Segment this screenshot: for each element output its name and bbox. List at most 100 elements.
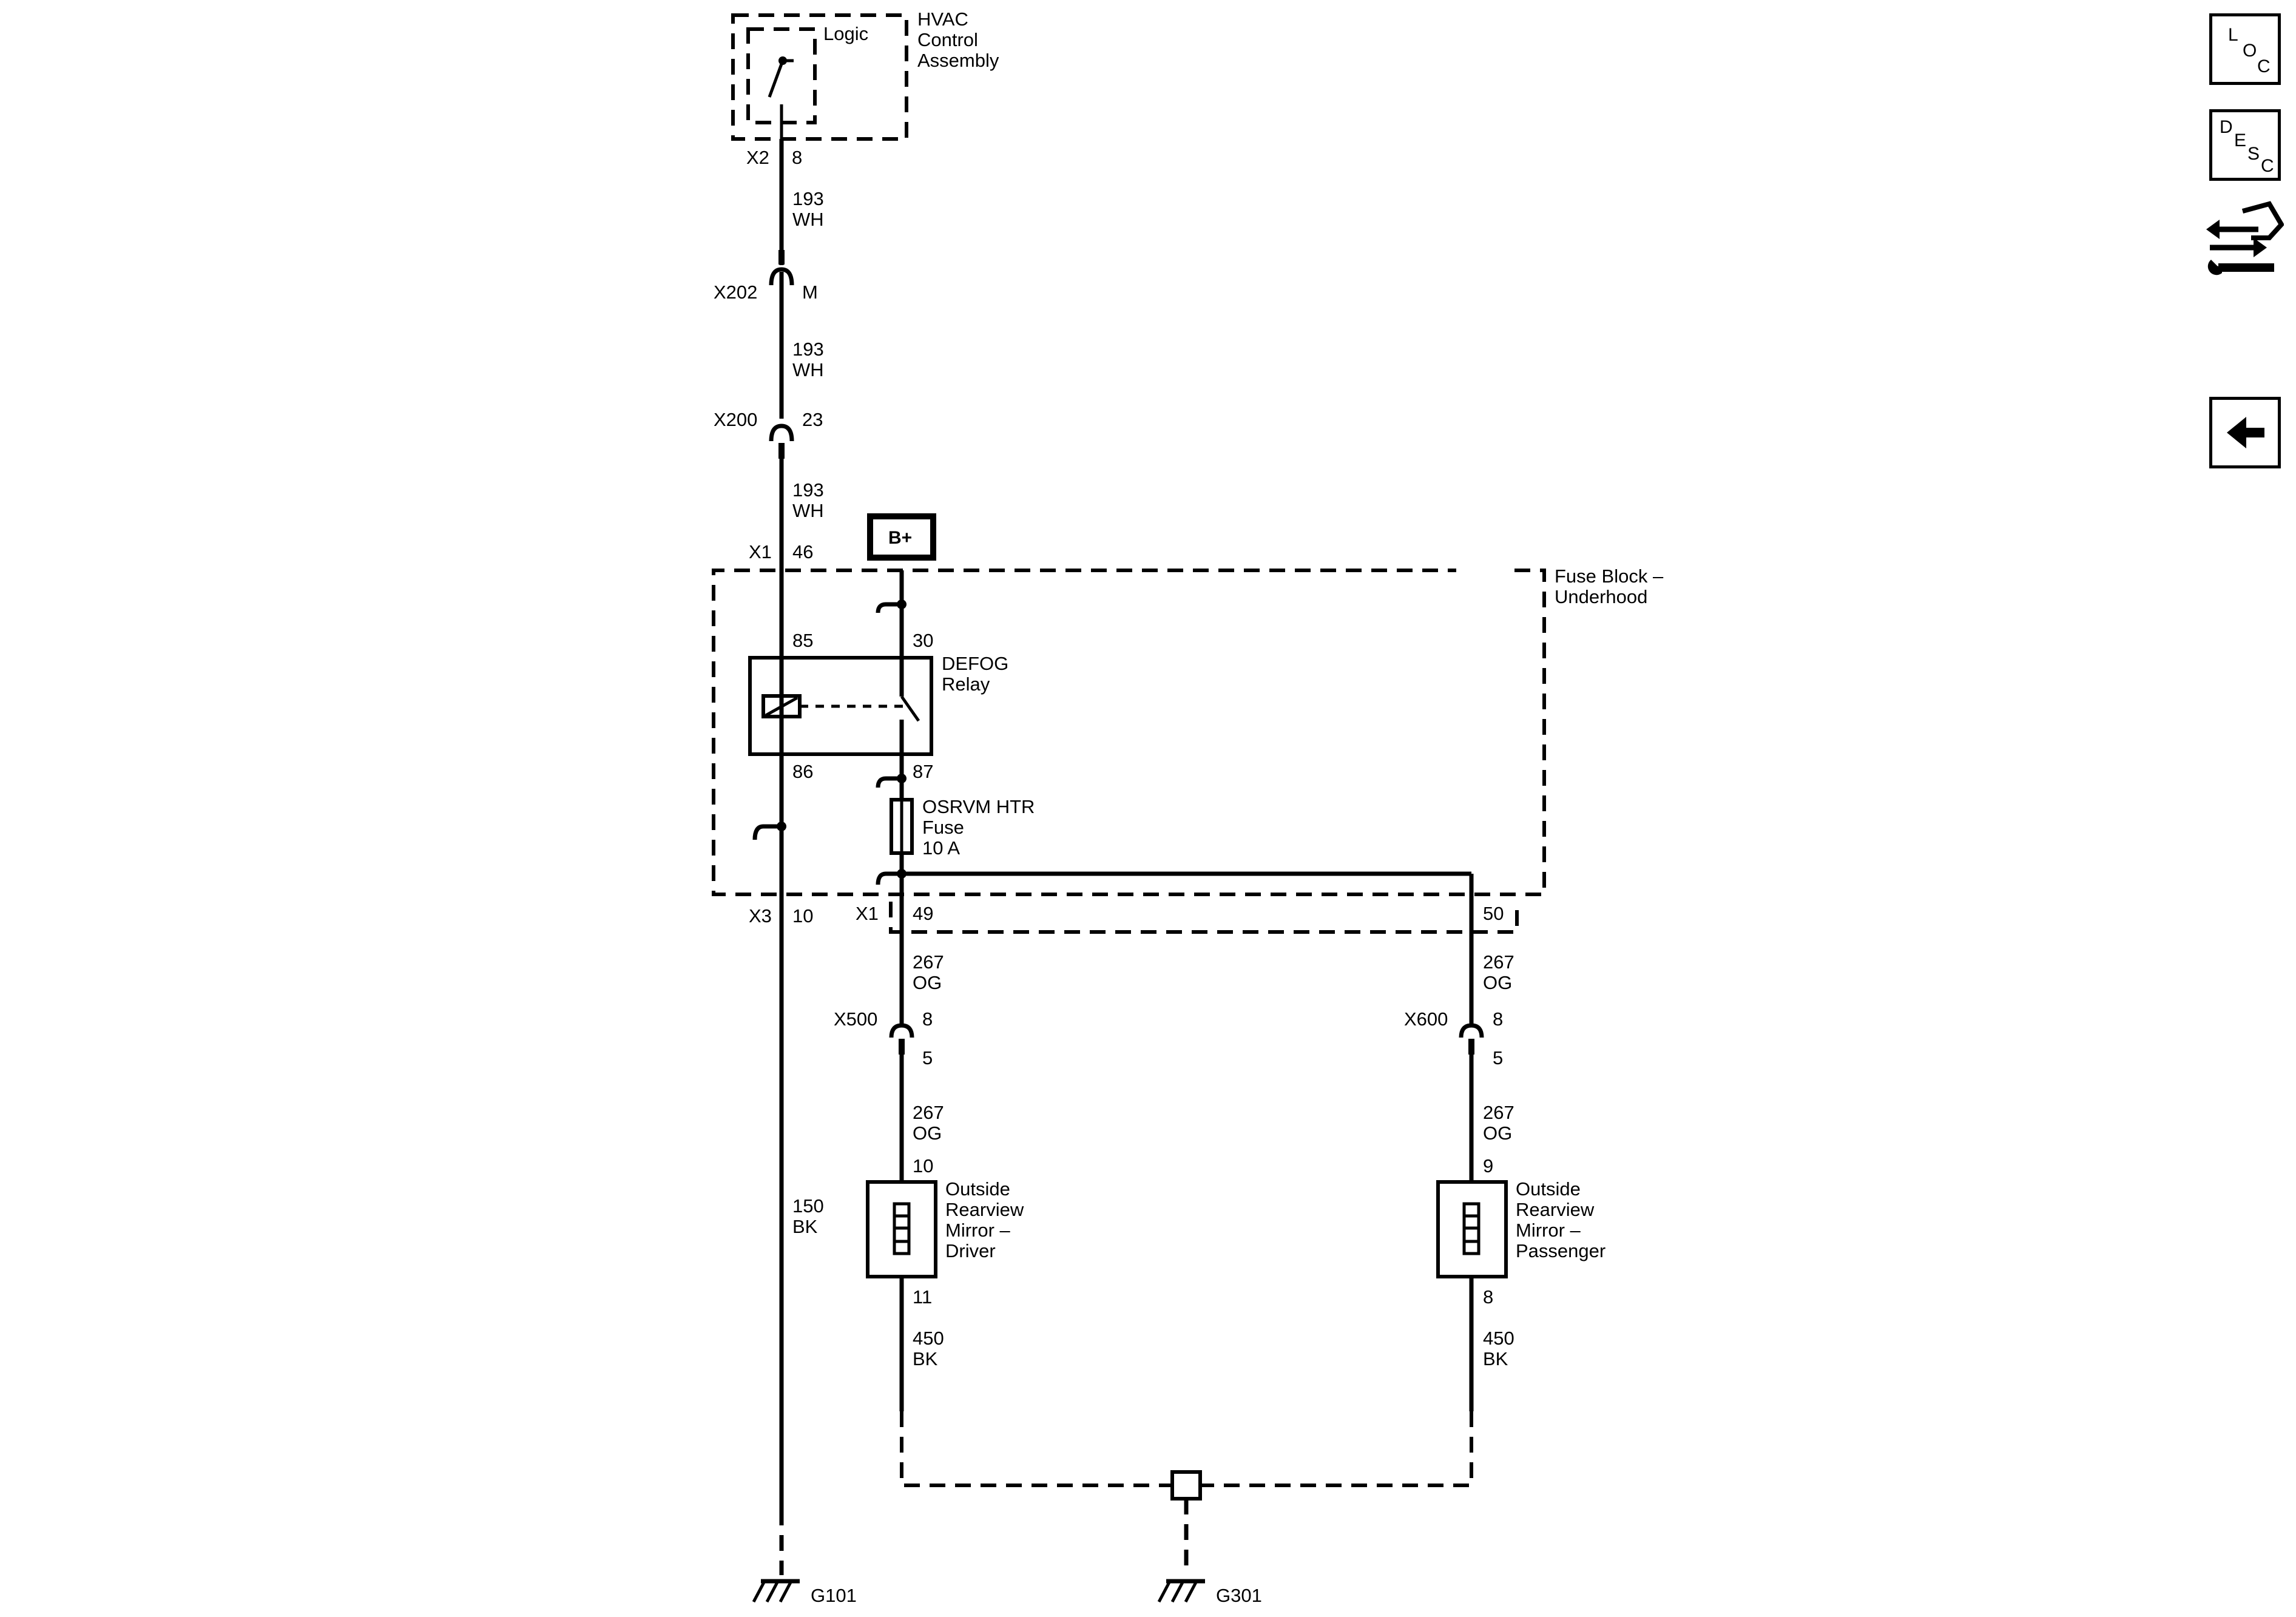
wire-color: BK bbox=[1483, 1348, 1508, 1369]
wrench-head bbox=[2207, 260, 2222, 275]
desc-letter-s: S bbox=[2247, 144, 2260, 164]
g301-label: G301 bbox=[1216, 1585, 1262, 1606]
ground-splice-g301: G301 bbox=[900, 1411, 1473, 1606]
hand-outline bbox=[2241, 201, 2284, 240]
arrow-head-left bbox=[2206, 220, 2220, 239]
back-button[interactable] bbox=[2209, 397, 2281, 468]
fb-out-ground-pin: 10 bbox=[792, 905, 813, 927]
fuse-block-outline bbox=[712, 569, 1546, 896]
hvac-label-2: Control bbox=[917, 29, 978, 50]
desc-letter-e: E bbox=[2234, 130, 2247, 150]
connector-pin bbox=[899, 1039, 905, 1055]
relay-label-2: Relay bbox=[942, 673, 990, 695]
loc-letter-l: L bbox=[2228, 25, 2238, 45]
splice-pack bbox=[1170, 1470, 1202, 1501]
wire-circuit: 193 bbox=[792, 188, 824, 209]
hvac-pin: 8 bbox=[792, 147, 802, 168]
wire-circuit: 450 bbox=[913, 1328, 944, 1349]
mirror-driver-label-2: Rearview bbox=[945, 1199, 1024, 1220]
x202-connector-symbol bbox=[769, 267, 794, 286]
ground-hatch bbox=[1184, 1580, 1198, 1603]
wire-color: BK bbox=[913, 1348, 938, 1369]
tools-glyph bbox=[2206, 201, 2284, 275]
ground-g101: G101 bbox=[752, 1579, 857, 1606]
fuse-block-label-2: Underhood bbox=[1555, 586, 1647, 607]
mirror-driver-pin-bottom: 11 bbox=[913, 1286, 932, 1308]
wire-color: BK bbox=[792, 1216, 818, 1237]
bus-junction bbox=[897, 599, 907, 609]
relay-switch-blade bbox=[900, 695, 920, 722]
desc-letter-c: C bbox=[2261, 156, 2274, 176]
loc-letter-c: C bbox=[2257, 56, 2271, 76]
wire-color: OG bbox=[1483, 972, 1512, 993]
wire-circuit: 267 bbox=[913, 1102, 944, 1123]
x500-pin-bottom: 5 bbox=[922, 1047, 933, 1068]
desc-button[interactable]: D E S C bbox=[2209, 109, 2281, 181]
fb-out-pin-passenger: 50 bbox=[1483, 903, 1504, 924]
wire-color: OG bbox=[913, 1122, 942, 1144]
x200-label: X200 bbox=[714, 409, 757, 430]
ground-hatch bbox=[778, 1580, 793, 1603]
wrench-handle bbox=[2218, 263, 2274, 272]
fb-out-connector: X1 bbox=[856, 903, 879, 924]
hvac-connector: X2 bbox=[746, 147, 769, 168]
wire-color: OG bbox=[913, 972, 942, 993]
x500-connector-symbol bbox=[889, 1023, 914, 1038]
mirror-passenger-pin-bottom: 8 bbox=[1483, 1286, 1493, 1308]
fb-in-pin: 46 bbox=[792, 541, 813, 562]
logic-label: Logic bbox=[823, 23, 868, 44]
relay-pin-30: 30 bbox=[913, 630, 933, 651]
dashed-ground-left bbox=[900, 1411, 1171, 1487]
mirror-driver-label-3: Mirror – bbox=[945, 1220, 1011, 1241]
mirror-driver-label-1: Outside bbox=[945, 1178, 1010, 1200]
desc-letter-d: D bbox=[2220, 117, 2233, 137]
fuse-label-1: OSRVM HTR bbox=[922, 796, 1035, 817]
hvac-label-1: HVAC bbox=[917, 8, 968, 30]
wire-193-wh: 193 WH X202 M 193 WH X200 23 193 WH X1 4… bbox=[714, 139, 824, 660]
wire-color: WH bbox=[792, 500, 824, 521]
b-plus-label: B+ bbox=[888, 528, 912, 548]
fuse-label-2: Fuse bbox=[922, 817, 964, 838]
connector-pin bbox=[778, 250, 785, 265]
fuse-block-underhood: Fuse Block – Underhood 85 30 86 87 DEFOG… bbox=[712, 565, 1664, 922]
mirror-passenger-label-2: Rearview bbox=[1516, 1199, 1595, 1220]
loc-letter-o: O bbox=[2243, 41, 2257, 61]
ground-junction bbox=[777, 822, 786, 831]
arrow-head-right bbox=[2254, 238, 2267, 257]
x500-pin-top: 8 bbox=[922, 1008, 933, 1030]
ground-hatch bbox=[1170, 1580, 1185, 1603]
passenger-branch: 267 OG X600 8 5 267 OG 9 Outside Rearvie… bbox=[1404, 874, 1606, 1411]
back-arrow-icon bbox=[2227, 417, 2264, 448]
mirror-passenger-label-3: Mirror – bbox=[1516, 1220, 1581, 1241]
relay-87-hook bbox=[876, 776, 902, 788]
bus-hook bbox=[876, 602, 902, 613]
wrench-arrows-icon[interactable] bbox=[2206, 200, 2284, 279]
relay-pin-87: 87 bbox=[913, 761, 933, 782]
wire-circuit: 450 bbox=[1483, 1328, 1514, 1349]
wire-circuit: 193 bbox=[792, 479, 824, 501]
wire-color: WH bbox=[792, 209, 824, 230]
wire-circuit: 267 bbox=[913, 951, 944, 973]
defog-relay: 85 30 86 87 DEFOG Relay bbox=[748, 630, 1008, 782]
fb-out-ground-connector: X3 bbox=[749, 905, 772, 927]
fb-in-connector: X1 bbox=[749, 541, 772, 562]
hvac-control-assembly: Logic HVAC Control Assembly X2 8 bbox=[731, 8, 999, 168]
mirror-passenger-pin-top: 9 bbox=[1483, 1155, 1493, 1176]
ground-hatch bbox=[752, 1580, 766, 1603]
g101-label: G101 bbox=[811, 1585, 857, 1606]
ground-hatch bbox=[1157, 1580, 1172, 1603]
x200-connector-symbol bbox=[769, 424, 794, 442]
hvac-label-3: Assembly bbox=[917, 50, 999, 71]
x1-output-outline bbox=[889, 902, 1519, 934]
mirror-driver-label-4: Driver bbox=[945, 1240, 996, 1261]
back-arrow-shape bbox=[2227, 417, 2264, 448]
x600-label: X600 bbox=[1404, 1008, 1448, 1030]
dashed-ground-right bbox=[1201, 1411, 1473, 1487]
connector-pin bbox=[1468, 1039, 1474, 1055]
fb-out-pin-driver: 49 bbox=[913, 903, 933, 924]
x600-pin-top: 8 bbox=[1493, 1008, 1503, 1030]
wire-150-bk: 150 BK bbox=[779, 922, 824, 1575]
loc-button[interactable]: L O C bbox=[2209, 13, 2281, 85]
